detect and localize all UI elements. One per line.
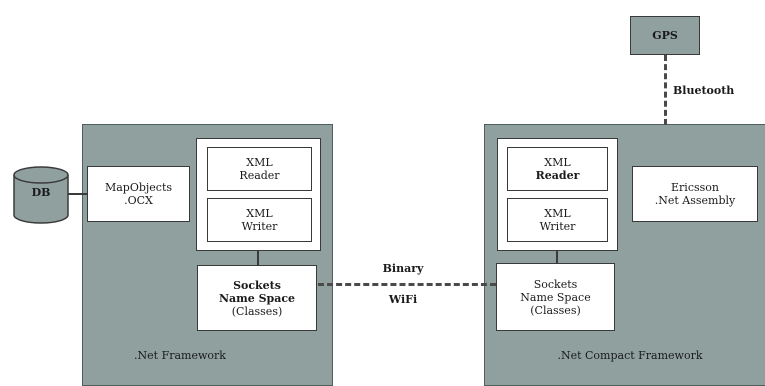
binary-label: Binary (382, 262, 424, 275)
right-xml-writer-box: XML Writer (507, 198, 608, 242)
right-xml-writer-line-2: Writer (539, 220, 576, 233)
left-sockets-line-1: Sockets (233, 278, 281, 292)
wifi-label: WiFi (388, 293, 418, 306)
left-xml-writer-line-1: XML (246, 207, 273, 220)
mapobjects-line-1: MapObjects (104, 181, 173, 194)
gps-label: GPS (652, 29, 678, 42)
net-framework-label: .Net Framework (134, 349, 226, 362)
left-xml-reader-line-1: XML (246, 156, 273, 169)
db-label: DB (31, 186, 51, 199)
left-xml-reader-box: XML Reader (207, 147, 312, 191)
ericsson-net-assembly-box: Ericsson .Net Assembly (632, 166, 758, 222)
bluetooth-label: Bluetooth (673, 84, 735, 97)
ericsson-line-2: .Net Assembly (654, 194, 736, 207)
wifi-link-line (318, 283, 496, 286)
right-xml-reader-box: XML Reader (507, 147, 608, 191)
left-xml-writer-box: XML Writer (207, 198, 312, 242)
left-xml-reader-line-2: Reader (239, 169, 280, 182)
left-sockets-box: Sockets Name Space (Classes) (197, 265, 317, 331)
left-xml-writer-line-2: Writer (241, 220, 278, 233)
right-sockets-box: Sockets Name Space (Classes) (496, 263, 615, 331)
db-cylinder (13, 166, 69, 224)
left-sockets-line-3: (Classes) (231, 304, 283, 318)
right-sockets-line-3: (Classes) (530, 303, 581, 317)
right-xml-reader-line-2: Reader (535, 169, 580, 182)
right-sockets-line-2: Name Space (520, 290, 591, 304)
bluetooth-link-line (664, 55, 667, 125)
left-xml-sockets-connector (257, 250, 259, 265)
right-xml-reader-line-1: XML (544, 156, 571, 169)
mapobjects-ocx-box: MapObjects .OCX (87, 166, 190, 222)
mapobjects-line-2: .OCX (124, 194, 153, 207)
db-mapobjects-connector (68, 193, 88, 195)
right-sockets-line-1: Sockets (533, 277, 578, 291)
left-sockets-line-2: Name Space (218, 291, 296, 305)
right-xml-sockets-connector (556, 250, 558, 263)
gps-box: GPS (630, 16, 700, 55)
ericsson-line-1: Ericsson (671, 181, 719, 194)
right-xml-writer-line-1: XML (544, 207, 571, 220)
net-compact-framework-label: .Net Compact Framework (557, 349, 703, 362)
